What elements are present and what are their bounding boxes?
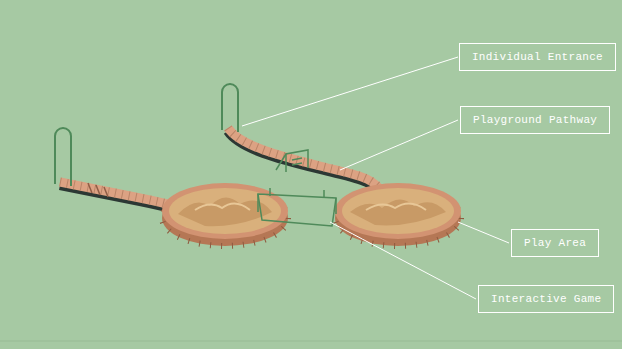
entrance-arch — [55, 128, 71, 186]
leader-lines — [242, 57, 509, 299]
ground-line — [0, 341, 622, 342]
leader-line — [340, 120, 458, 170]
callout-label: Individual Entrance — [472, 50, 603, 64]
callout-box: Individual Entrance — [459, 43, 616, 71]
callout-label: Play Area — [524, 236, 586, 250]
callout-label: Interactive Game — [491, 292, 601, 306]
callout-box: Play Area — [511, 229, 599, 257]
interactive-game — [258, 188, 336, 226]
play-area-pit — [335, 183, 461, 246]
pathway-structure — [276, 150, 308, 172]
play-area-pit — [162, 183, 288, 246]
callout-box: Playground Pathway — [460, 106, 610, 134]
callout-label: Playground Pathway — [473, 113, 597, 127]
leader-line — [330, 222, 476, 299]
entrance-arch — [222, 84, 238, 132]
leader-line — [458, 222, 509, 243]
leader-line — [242, 57, 458, 126]
callout-box: Interactive Game — [478, 285, 614, 313]
